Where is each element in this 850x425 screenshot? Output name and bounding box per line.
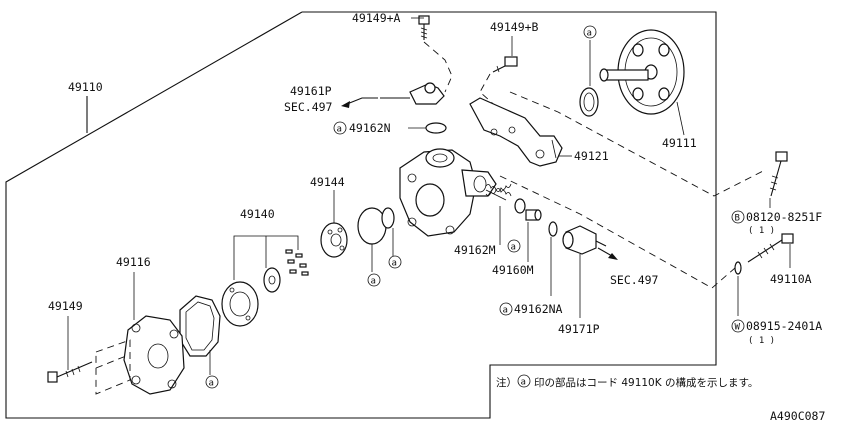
washer-08915 [734, 261, 742, 275]
oring-49162n [425, 122, 447, 134]
mark-a-oring1-text: a [371, 277, 376, 287]
mark-w-text: W [735, 323, 741, 333]
dash-right-lower [499, 175, 736, 289]
fitting-49161p [380, 82, 445, 105]
dash-cover-bolts-2 [95, 355, 127, 369]
label-49149: 49149 [48, 299, 83, 313]
bolt-49110a [747, 233, 794, 263]
label-49110: 49110 [68, 80, 103, 94]
label-08915: 08915-2401A [746, 319, 822, 333]
pulley-49111 [599, 29, 685, 115]
mark-a-49162na [499, 302, 513, 316]
label-49140: 49140 [240, 207, 275, 221]
mark-a-note-text: a [521, 378, 526, 388]
label-49121: 49121 [574, 149, 609, 163]
label-49111: 49111 [662, 136, 697, 150]
label-49116: 49116 [116, 255, 151, 269]
note-prefix: 注） [496, 376, 517, 389]
arrow-sec497a [341, 101, 350, 108]
mark-a-49162na-text: a [503, 306, 508, 316]
label-49162na: 49162NA [514, 302, 563, 316]
label-49149b: 49149+B [490, 20, 539, 34]
dash-49149a [423, 41, 453, 93]
pump-body [399, 148, 497, 237]
leader-49111 [676, 101, 685, 136]
label-49144: 49144 [310, 175, 345, 189]
label-49162n: 49162N [349, 121, 391, 135]
label-sec497b: SEC.497 [610, 273, 659, 287]
leader-49161p [346, 97, 378, 105]
dash-cover-bolts [95, 339, 131, 395]
bolt-49149a [418, 15, 430, 40]
oring-49162na [548, 221, 558, 237]
label-49160m: 49160M [492, 263, 534, 277]
mark-a-oring2-text: a [392, 259, 397, 269]
mark-a-gasket [205, 375, 219, 389]
mark-a-49162n-text: a [337, 125, 342, 135]
gasket [179, 295, 221, 357]
mark-a-pulley-text: a [587, 29, 592, 39]
seal-a-pulley [579, 87, 599, 117]
mark-a-gasket-text: a [209, 379, 214, 389]
dash-right-upper [509, 91, 766, 197]
cover-49116 [123, 315, 185, 395]
cam-ring-49140 [221, 281, 259, 327]
plate-49144 [320, 222, 348, 258]
mark-a-pulley [583, 25, 597, 39]
mark-a-oring1 [367, 273, 381, 287]
mark-b-text: B [735, 214, 740, 224]
rotor-vanes-49140 [263, 249, 309, 293]
label-49110a: 49110A [770, 272, 812, 286]
oring-large [357, 207, 387, 245]
mark-a-note [517, 374, 531, 388]
label-08915-qty: ( 1 ) [748, 336, 775, 346]
union-49171p [562, 225, 607, 255]
bracket-49121 [469, 97, 563, 167]
oring-small [381, 207, 395, 229]
arrow-sec497b [608, 253, 618, 260]
spring-49162m [485, 183, 512, 201]
mark-a-valve [507, 239, 521, 253]
label-49162m: 49162M [454, 243, 496, 257]
label-08120-qty: ( 1 ) [748, 226, 775, 236]
assembly-boundary [5, 11, 717, 419]
leader-sec497b [597, 247, 613, 257]
valve-49160m [514, 198, 542, 221]
label-49149a: 49149+A [352, 11, 401, 25]
label-08120: 08120-8251F [746, 210, 822, 224]
note-text: 印の部品はコード 49110K の構成を示します。 [534, 376, 758, 389]
mark-a-valve-text: a [511, 243, 516, 253]
bolt-49149b [492, 56, 518, 73]
mark-a-oring2 [388, 255, 402, 269]
bolt-08120 [769, 151, 788, 197]
mark-w [731, 319, 745, 333]
mark-b [731, 210, 745, 224]
bolt-49149 [47, 361, 93, 383]
label-49171p: 49171P [558, 322, 600, 336]
label-49161p: 49161P [290, 84, 332, 98]
label-sec497a: SEC.497 [284, 100, 333, 114]
diagram-code: A490C087 [770, 409, 825, 423]
mark-a-49162n [333, 121, 347, 135]
